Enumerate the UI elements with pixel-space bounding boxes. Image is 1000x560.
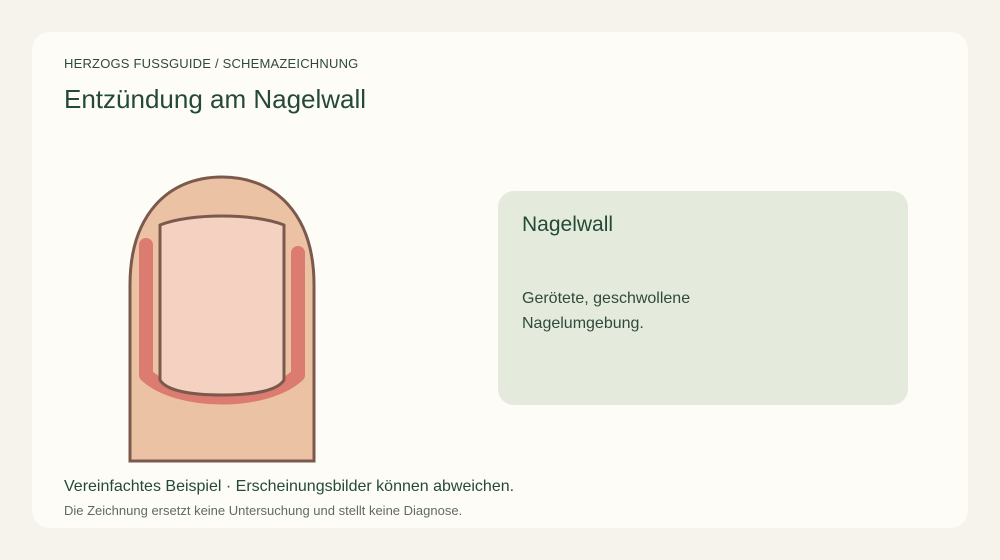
breadcrumb: HERZOGS FUSSGUIDE / SCHEMAZEICHNUNG — [64, 56, 359, 71]
page-title: Entzündung am Nagelwall — [64, 84, 367, 114]
info-box: Nagelwall Gerötete, geschwollene Nagelum… — [498, 191, 908, 405]
disclaimer: Die Zeichnung ersetzt keine Untersuchung… — [64, 503, 463, 518]
info-description: Gerötete, geschwollene Nagelumgebung. — [522, 290, 691, 332]
content-card: HERZOGS FUSSGUIDE / SCHEMAZEICHNUNG Entz… — [32, 32, 968, 528]
toe-nail-illustration — [128, 175, 316, 463]
nail-plate — [158, 214, 286, 397]
inflamed-nail-fold — [139, 238, 305, 405]
caption: Vereinfachtes Beispiel · Erscheinungsbil… — [64, 478, 515, 495]
info-title: Nagelwall — [522, 213, 614, 236]
